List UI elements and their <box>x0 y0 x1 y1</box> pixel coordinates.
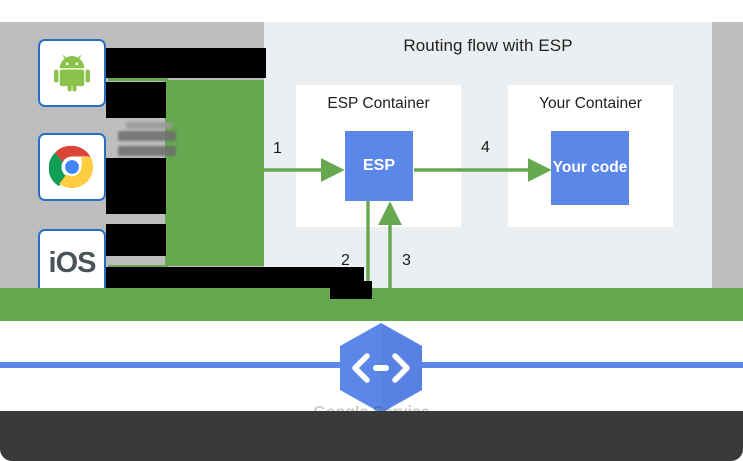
occlusion-band <box>106 82 166 118</box>
android-connector <box>108 78 168 81</box>
occlusion-band <box>106 267 266 291</box>
esp-container-label: ESP Container <box>327 95 430 112</box>
redacted-label-1 <box>126 122 172 129</box>
occlusion-band <box>330 281 372 299</box>
chrome-client-tile[interactable] <box>38 133 106 201</box>
redacted-label-2 <box>118 131 176 141</box>
android-client-tile[interactable] <box>38 39 106 107</box>
diagram-title: Routing flow with ESP <box>403 36 573 55</box>
esp-box: ESP <box>345 131 413 201</box>
code-brackets-hexagon-icon <box>340 323 422 413</box>
occlusion-band <box>106 158 166 214</box>
ios-client-tile[interactable]: iOS <box>38 229 106 297</box>
your-container-label: Your Container <box>539 95 642 112</box>
flow-step-1-label: 1 <box>273 140 282 157</box>
right-gutter-strip <box>712 22 743 288</box>
android-icon <box>54 55 90 92</box>
your-code-box: Your code <box>551 131 629 205</box>
occlusion-band <box>106 224 166 256</box>
occlusion-band <box>106 48 266 78</box>
service-control-node[interactable] <box>337 322 425 414</box>
redacted-label-3 <box>118 146 176 156</box>
green-flow-block <box>165 80 264 266</box>
ios-connector <box>108 265 168 268</box>
flow-step-4-label: 4 <box>481 139 490 156</box>
ios-icon: iOS <box>48 246 97 279</box>
chrome-icon <box>49 145 94 189</box>
flow-step-3-label: 3 <box>402 252 411 269</box>
bottom-overlay <box>0 411 743 461</box>
flow-step-2-label: 2 <box>341 252 350 269</box>
